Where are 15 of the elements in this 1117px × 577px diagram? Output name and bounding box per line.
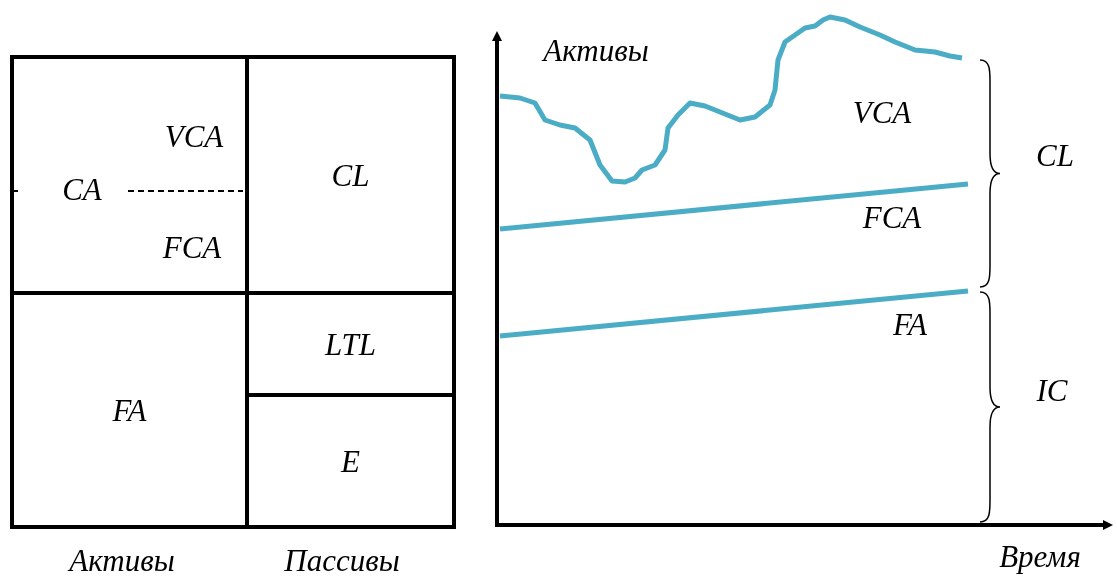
box-label: VCA xyxy=(163,120,225,152)
text-label: Активы xyxy=(543,34,649,66)
text-label: Активы xyxy=(69,544,175,576)
text-label: FCA xyxy=(862,201,922,233)
box-label: FA xyxy=(111,394,148,426)
text-label: CL xyxy=(1036,139,1074,171)
text-label: Время xyxy=(999,540,1081,572)
box-label: LTL xyxy=(323,328,378,360)
text-label: IC xyxy=(1036,374,1068,406)
text-label: Пассивы xyxy=(284,544,400,576)
box-label: CL xyxy=(330,159,371,191)
box-label: FCA xyxy=(161,231,223,263)
text-label: VCA xyxy=(852,96,912,128)
box-label: E xyxy=(339,445,361,477)
text-label: FA xyxy=(893,308,927,340)
